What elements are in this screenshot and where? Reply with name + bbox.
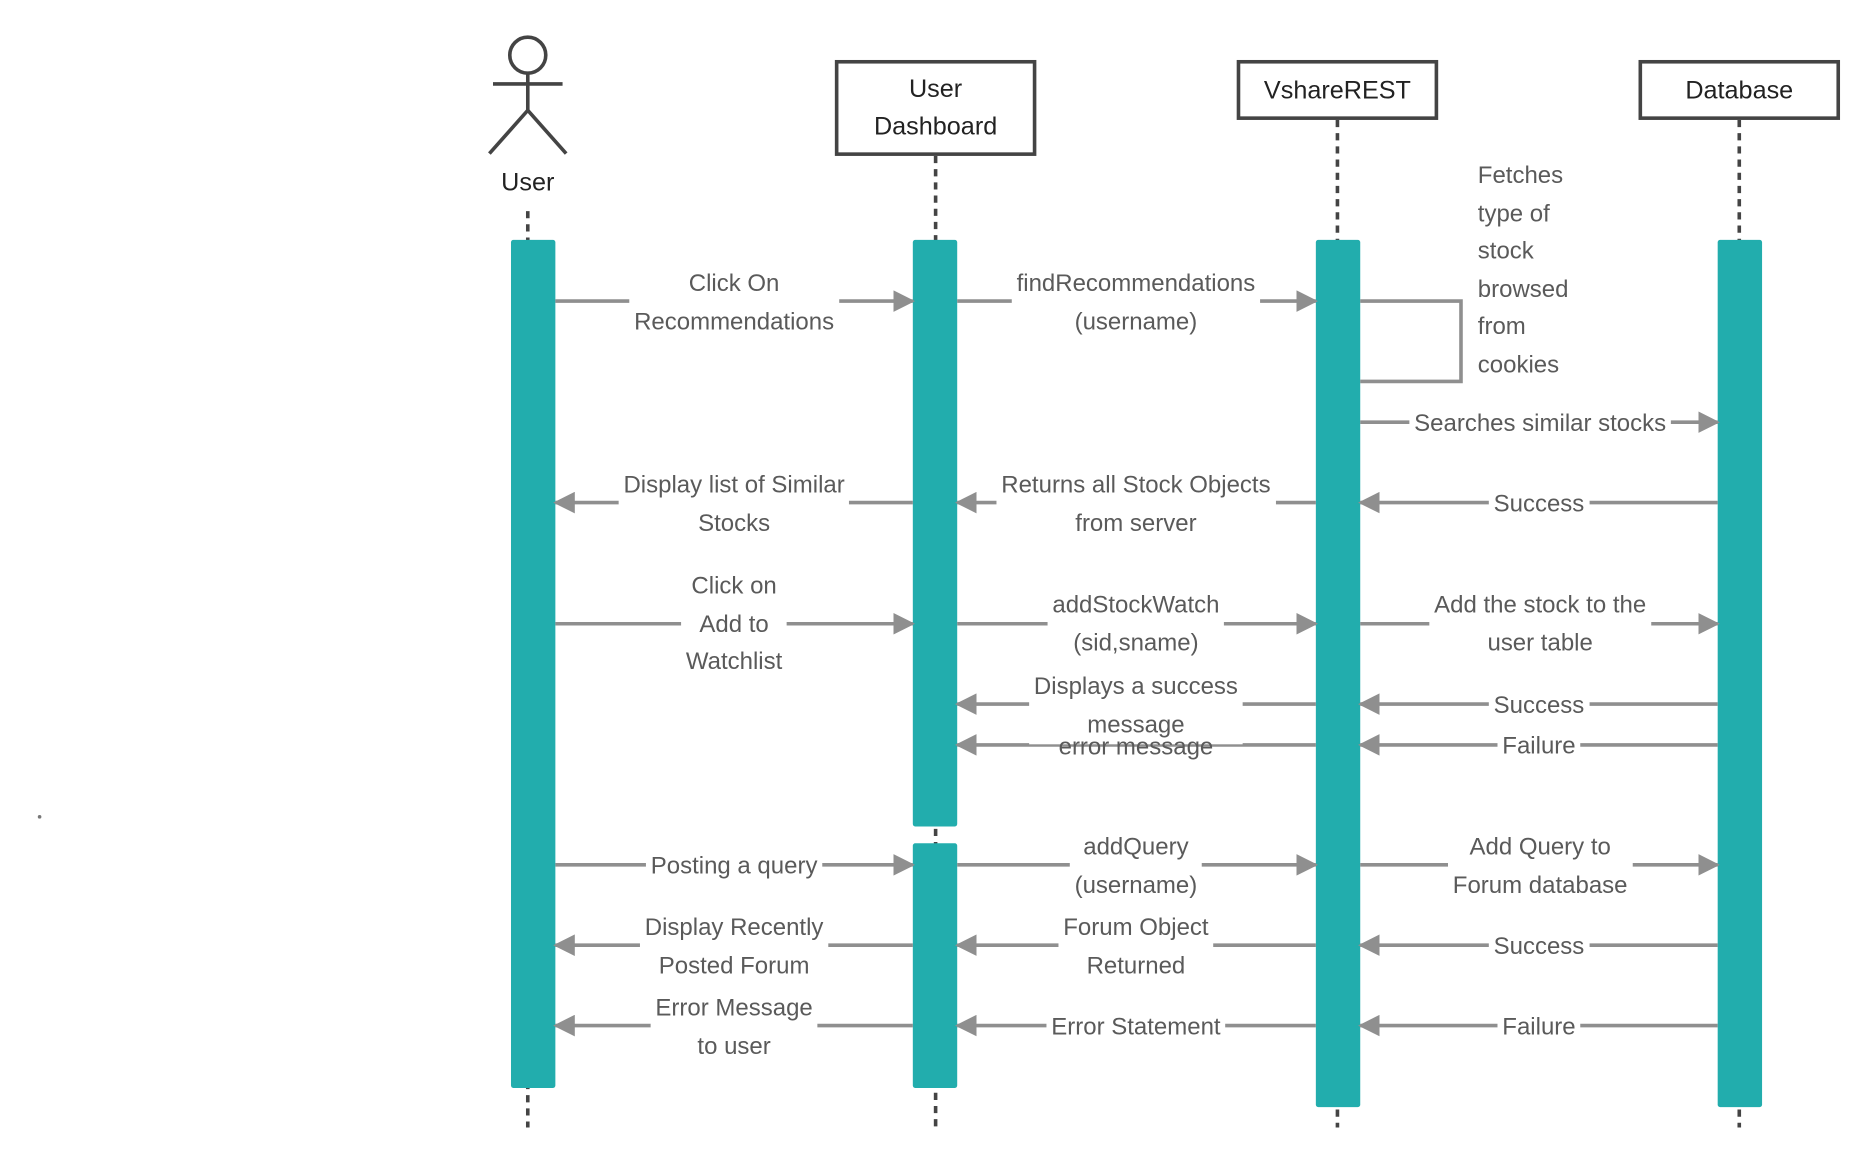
message-label: Display Recently Posted Forum: [639, 909, 829, 986]
message-label: Error Message to user: [650, 990, 818, 1066]
message-label: Click on Add to Watchlist: [681, 568, 788, 682]
participant-rest-box: VshareREST: [1236, 59, 1439, 120]
stray-dot: [37, 815, 42, 819]
message-label: error message: [1058, 734, 1214, 761]
message-label: findRecommendations (username): [1011, 265, 1261, 342]
message-label: Success: [1488, 928, 1590, 967]
message-label: addStockWatch (sid,sname): [1047, 587, 1225, 663]
message-label: Success: [1488, 687, 1590, 726]
message-label: Returns all Stock Objects from server: [996, 467, 1276, 543]
participant-user-label: User: [497, 169, 558, 198]
user-actor-icon: [488, 35, 568, 155]
participant-dashboard-box: User Dashboard: [834, 59, 1037, 156]
message-label: Failure: [1497, 728, 1581, 767]
message-label: Forum Object Returned: [1058, 909, 1214, 986]
user-activation-bar: [510, 239, 556, 1088]
self-message-arrow: [1360, 299, 1463, 384]
message-label: Displays a success message: [1029, 668, 1243, 745]
message-label: Fetches type of stock browsed from cooki…: [1477, 162, 1569, 378]
dashboard-activation-bar-1: [912, 239, 958, 827]
participant-db-box: Database: [1638, 59, 1841, 120]
message-label: Add the stock to the user table: [1429, 587, 1651, 663]
message-label: Failure: [1497, 1009, 1581, 1047]
message-label: Add Query to Forum database: [1448, 829, 1633, 906]
message-label: addQuery (username): [1069, 829, 1203, 906]
db-activation-bar: [1717, 239, 1763, 1108]
message-label: Error Statement: [1046, 1009, 1226, 1047]
message-label: Searches similar stocks: [1409, 405, 1671, 444]
message-label: Posting a query: [645, 848, 823, 887]
message-label: Click On Recommendations: [629, 265, 839, 342]
dashboard-activation-bar-2: [912, 843, 958, 1088]
message-label: Success: [1488, 486, 1590, 524]
rest-activation-bar: [1315, 239, 1361, 1108]
message-label: Display list of Similar Stocks: [618, 467, 850, 543]
